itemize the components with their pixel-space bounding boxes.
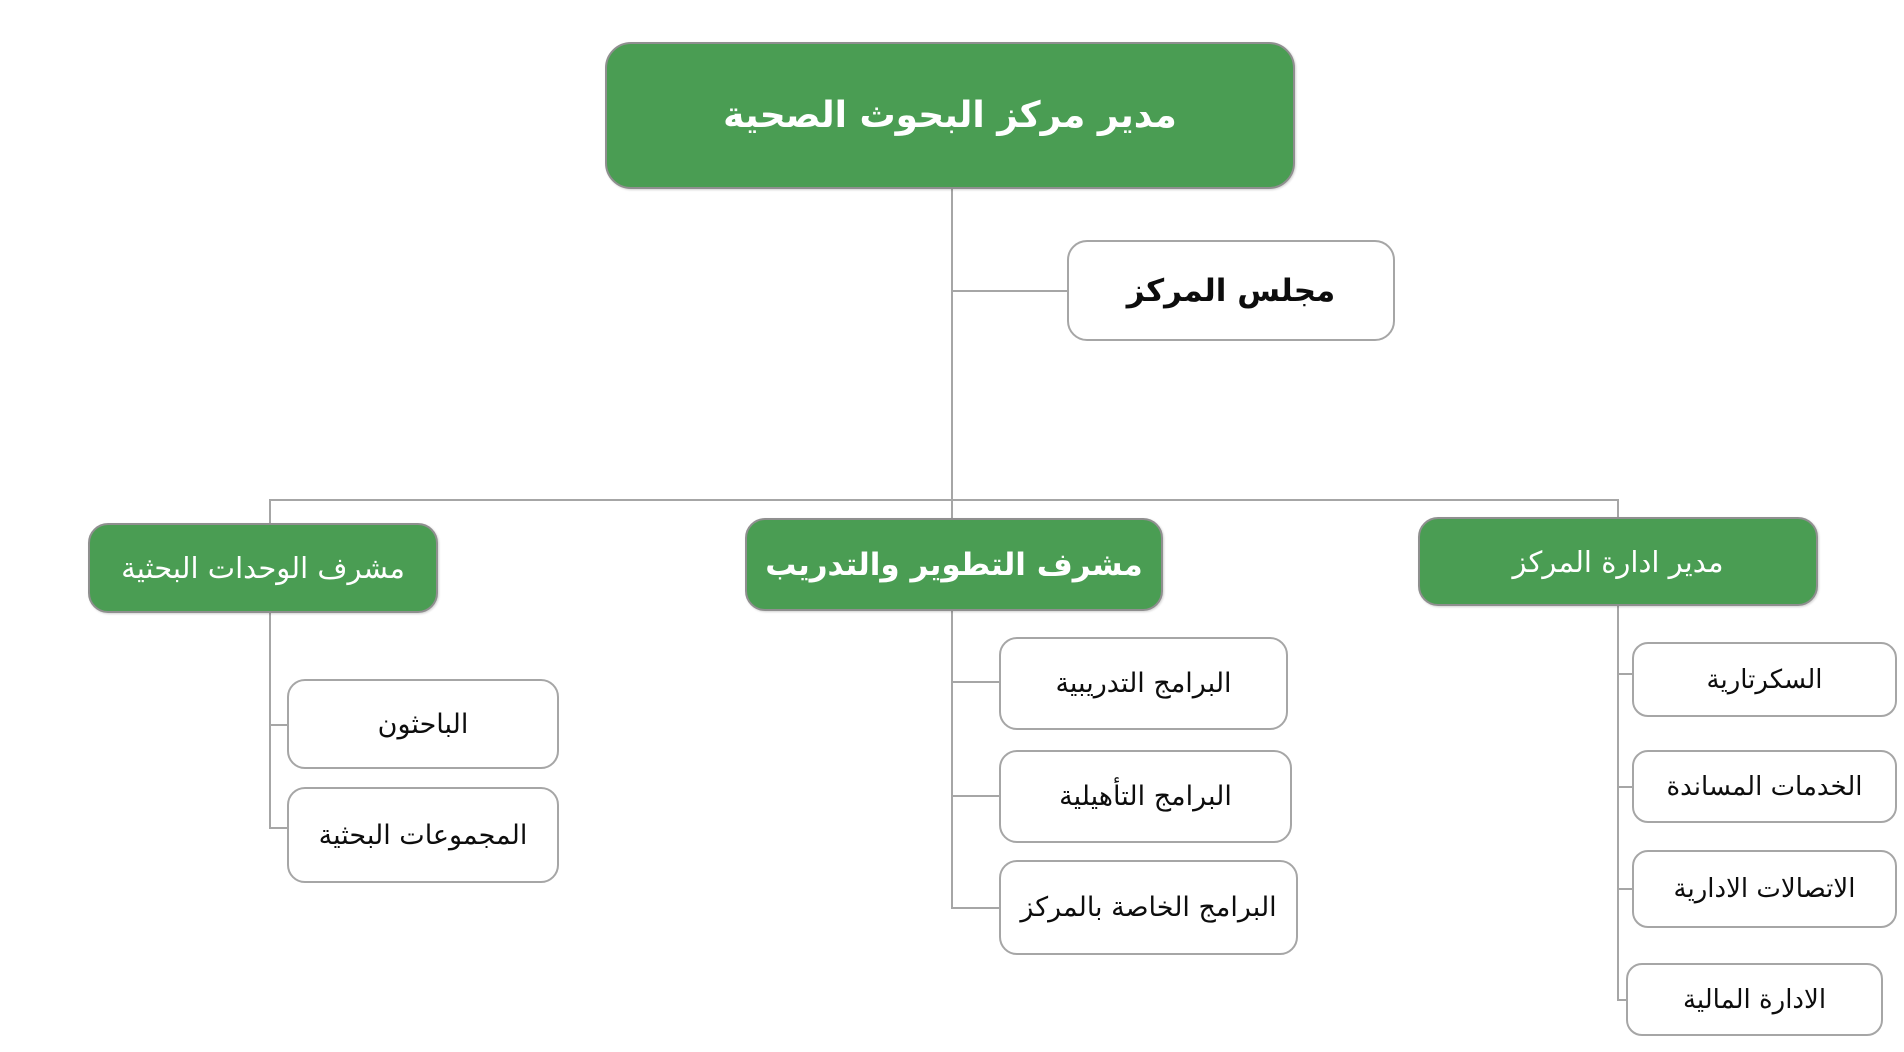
node-secretariat: السكرتارية xyxy=(1632,642,1897,717)
connector-right-vertical xyxy=(1617,604,1619,1001)
node-research-groups: المجموعات البحثية xyxy=(287,787,559,883)
node-qualification-programs: البرامج التأهيلية xyxy=(999,750,1292,843)
connector-left-child2-stub xyxy=(269,827,287,829)
node-research-units-supervisor: مشرف الوحدات البحثية xyxy=(88,523,438,613)
node-secretariat-label: السكرتارية xyxy=(1706,664,1823,695)
connector-right-branch-stub xyxy=(1617,499,1619,519)
node-director-root: مدير مركز البحوث الصحية xyxy=(605,42,1295,189)
node-center-special-programs: البرامج الخاصة بالمركز xyxy=(999,860,1298,955)
node-training-programs: البرامج التدريبية xyxy=(999,637,1288,730)
connector-left-vertical xyxy=(269,611,271,829)
connector-center-child3-stub xyxy=(951,907,999,909)
connector-main-horizontal xyxy=(269,499,1619,501)
node-support-services: الخدمات المساندة xyxy=(1632,750,1897,823)
connector-center-vertical xyxy=(951,609,953,909)
connector-right-child4-stub xyxy=(1617,999,1628,1001)
node-researchers-label: الباحثون xyxy=(377,708,469,740)
node-center-council-label: مجلس المركز xyxy=(1126,272,1336,309)
node-center-special-programs-label: البرامج الخاصة بالمركز xyxy=(1020,892,1277,923)
connector-council-stub xyxy=(953,290,1067,292)
node-administrative-communications-label: الاتصالات الادارية xyxy=(1673,874,1856,904)
connector-center-branch-stub xyxy=(951,499,953,520)
connector-left-branch-stub xyxy=(269,499,271,525)
node-qualification-programs-label: البرامج التأهيلية xyxy=(1059,781,1232,812)
node-training-programs-label: البرامج التدريبية xyxy=(1055,668,1232,699)
node-center-council: مجلس المركز xyxy=(1067,240,1395,341)
node-administration-director: مدير ادارة المركز xyxy=(1418,517,1818,606)
connector-right-child1-stub xyxy=(1617,673,1632,675)
connector-right-child2-stub xyxy=(1617,786,1632,788)
connector-right-child3-stub xyxy=(1617,888,1632,890)
connector-center-child2-stub xyxy=(951,795,999,797)
node-researchers: الباحثون xyxy=(287,679,559,769)
node-research-groups-label: المجموعات البحثية xyxy=(318,819,528,851)
node-research-units-supervisor-label: مشرف الوحدات البحثية xyxy=(121,551,405,585)
node-director-root-label: مدير مركز البحوث الصحية xyxy=(723,95,1177,136)
node-financial-administration: الادارة المالية xyxy=(1626,963,1883,1036)
connector-root-vertical xyxy=(951,189,953,500)
node-financial-administration-label: الادارة المالية xyxy=(1682,984,1827,1015)
node-development-training-supervisor-label: مشرف التطوير والتدريب xyxy=(765,546,1143,583)
node-support-services-label: الخدمات المساندة xyxy=(1666,771,1863,802)
connector-center-child1-stub xyxy=(951,681,999,683)
node-administration-director-label: مدير ادارة المركز xyxy=(1512,544,1724,579)
connector-left-child1-stub xyxy=(269,724,287,726)
node-development-training-supervisor: مشرف التطوير والتدريب xyxy=(745,518,1163,611)
node-administrative-communications: الاتصالات الادارية xyxy=(1632,850,1897,928)
